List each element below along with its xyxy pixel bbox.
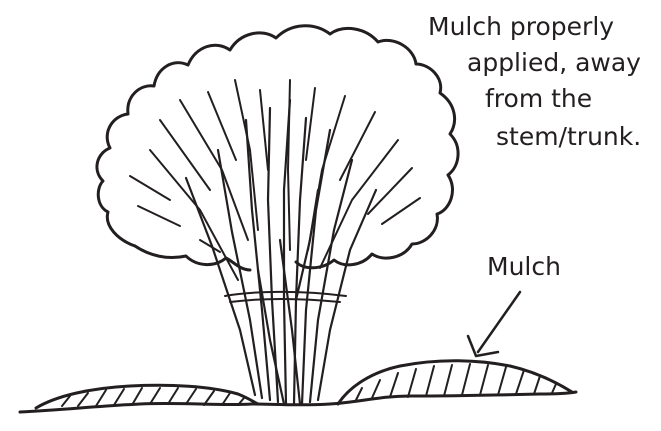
canopy-outline [97, 26, 458, 268]
mulch-label: Mulch [487, 252, 561, 282]
shrub-stems [186, 100, 376, 404]
stem-band [225, 292, 346, 302]
caption-line-4: stem/trunk. [496, 122, 641, 152]
caption-line-1: Mulch properly [428, 12, 614, 42]
caption-line-2: applied, away [467, 48, 641, 78]
caption-line-3: from the [485, 84, 592, 114]
arrow-down-left-icon [468, 292, 520, 356]
canopy-twigs [130, 80, 420, 280]
canopy-left-rim [135, 246, 250, 270]
